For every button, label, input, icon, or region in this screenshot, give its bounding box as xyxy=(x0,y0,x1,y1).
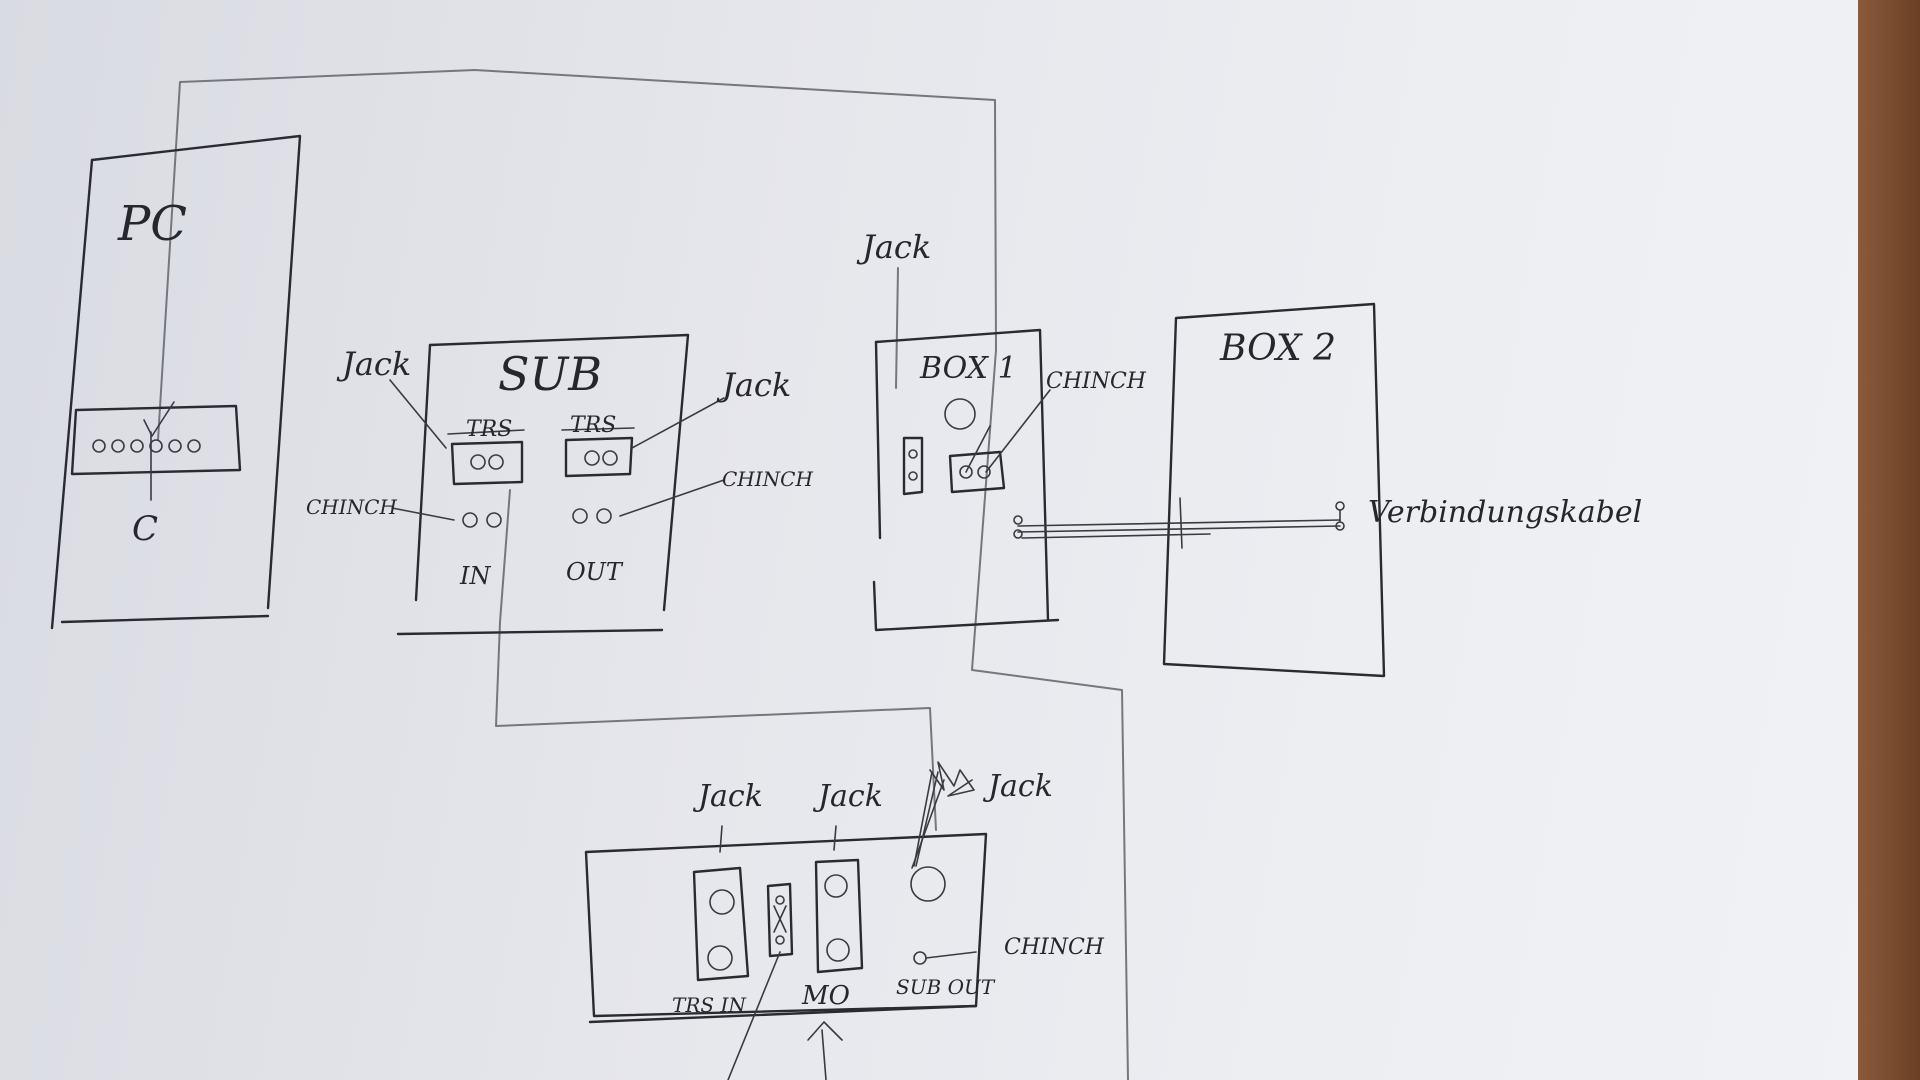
interface-sub-out-label: SUB OUT xyxy=(896,975,996,999)
interface-mo-label: MO xyxy=(801,981,850,1011)
pc-port-label: C xyxy=(132,509,158,549)
sub-chinch-left-label: CHINCH xyxy=(306,495,397,519)
sub-box xyxy=(389,333,725,636)
pc-box xyxy=(50,134,302,630)
sub-jack-left-label: Jack xyxy=(336,345,411,383)
verbindungskabel-label: Verbindungskabel xyxy=(1368,495,1642,530)
box1-chinch-label: CHINCH xyxy=(1046,369,1147,394)
wooden-desk-edge xyxy=(1858,0,1920,1080)
sub-chinch-right-label: CHINCH xyxy=(722,467,813,491)
sub-trs-left-label: TRS xyxy=(466,417,512,442)
cable-box1-jack xyxy=(895,267,899,389)
cable-pc-to-box1 xyxy=(157,69,997,441)
interface-trs-in-label: TRS IN xyxy=(672,993,747,1017)
interface-jack-2-label: Jack xyxy=(812,779,883,814)
sub-label: SUB xyxy=(498,347,602,401)
audio-interface xyxy=(584,761,988,1080)
box1-jack-label: Jack xyxy=(856,228,931,266)
cable-sub-to-interface xyxy=(495,489,937,831)
pc-label: PC xyxy=(117,196,187,252)
interface-chinch-label: CHINCH xyxy=(1004,935,1105,960)
sub-trs-right-label: TRS xyxy=(570,413,616,438)
cable-box1-to-interface xyxy=(971,349,1129,1080)
sub-jack-right-label: Jack xyxy=(716,366,791,404)
interface-jack-1-label: Jack xyxy=(692,779,763,814)
verbindungskabel-line xyxy=(1017,501,1345,539)
sub-out-label: OUT xyxy=(566,558,624,586)
box2-label: BOX 2 xyxy=(1219,328,1336,369)
box1-label: BOX 1 xyxy=(919,351,1017,386)
sub-in-label: IN xyxy=(459,562,491,590)
interface-jack-3-label: Jack xyxy=(982,769,1053,804)
box1 xyxy=(872,328,1060,632)
